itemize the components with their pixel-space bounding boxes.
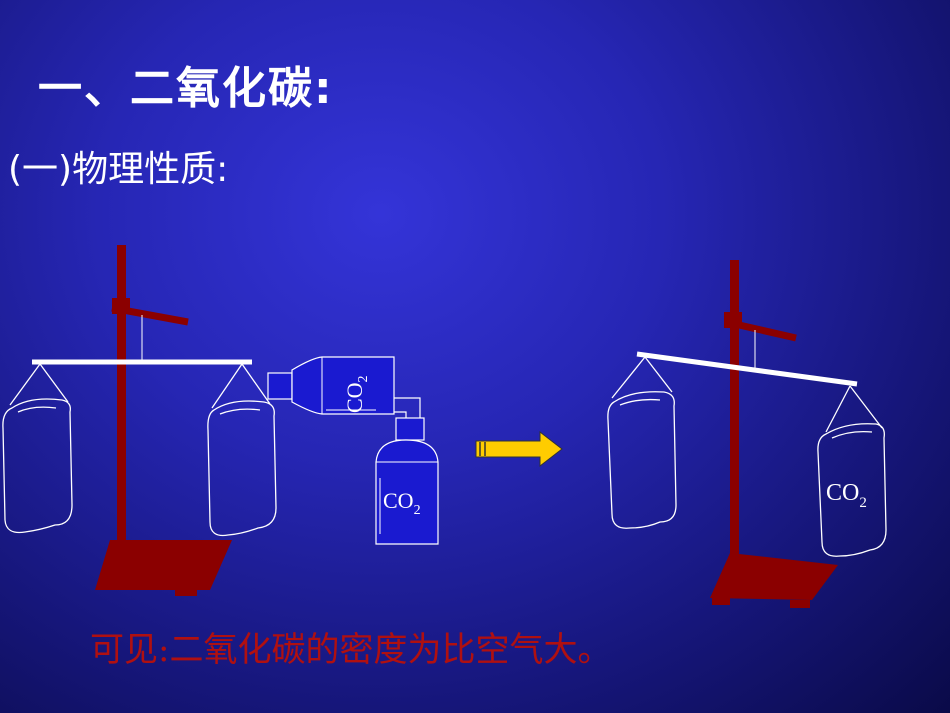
pouring-bottle: CO2: [267, 356, 421, 418]
gas-cylinder: CO2: [375, 417, 439, 545]
conclusion-text: 可见:二氧化碳的密度为比空气大。: [90, 630, 612, 670]
slide-subtitle: (一)物理性质:: [8, 149, 229, 190]
right-balance-beam: [636, 351, 858, 387]
left-bag-left: [2, 363, 73, 534]
right-balance-stand: [710, 260, 838, 608]
right-bag-co2-label: CO2: [826, 480, 867, 511]
slide-title: 一、二氧化碳:: [38, 63, 334, 114]
right-bag-co2: CO2: [817, 385, 887, 557]
left-bag-right: [207, 363, 277, 537]
pour-bottle-co2-label: CO2: [342, 375, 371, 413]
right-bag-left: [607, 356, 677, 529]
cylinder-co2-label: CO2: [383, 488, 421, 518]
result-arrow-icon: [475, 430, 563, 468]
left-balance-stand: [95, 245, 232, 596]
